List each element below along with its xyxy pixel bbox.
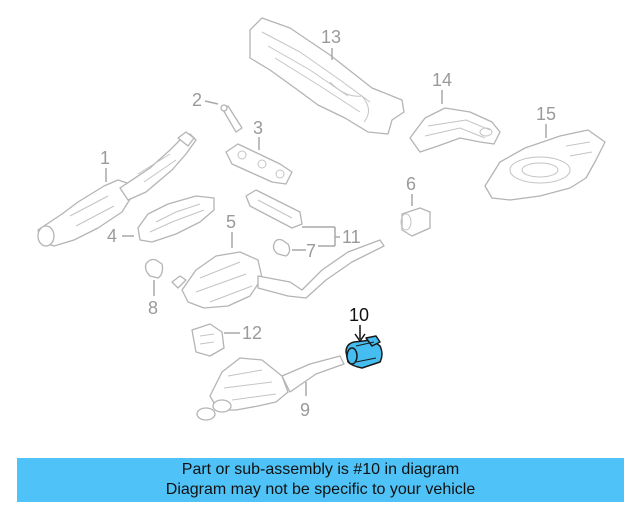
callout-9: 9	[300, 400, 310, 420]
part-6-sleeve	[400, 207, 431, 237]
part-4-heat-shield	[137, 195, 215, 243]
part-7-hanger	[272, 238, 291, 257]
part-8-hanger	[144, 258, 164, 279]
callout-6: 6	[406, 174, 416, 194]
callout-14: 14	[432, 70, 452, 90]
part-11-bracket	[245, 189, 303, 229]
part-1-catalytic-converter	[37, 131, 197, 247]
part-12-bracket	[191, 323, 225, 357]
callout-13: 13	[321, 27, 341, 47]
callout-11: 11	[342, 227, 361, 247]
part-9-rear-muffler	[196, 355, 345, 421]
callout-7: 7	[306, 241, 316, 261]
part-14-heat-shield	[409, 107, 501, 153]
part-2-stud	[220, 104, 243, 133]
callout-8: 8	[148, 298, 158, 318]
callout-4: 4	[107, 226, 117, 246]
callout-1: 1	[100, 148, 110, 168]
callout-2: 2	[192, 90, 202, 110]
callout-3: 3	[253, 118, 263, 138]
callout-5: 5	[226, 212, 236, 232]
banner-line-1: Part or sub-assembly is #10 in diagram	[181, 461, 460, 478]
part-5-center-muffler	[171, 239, 385, 309]
exhaust-parts-diagram: 13 14 15 2 3 1	[37, 17, 606, 421]
callout-10: 10	[349, 305, 369, 325]
callout-12: 12	[242, 323, 262, 343]
callout-15: 15	[536, 104, 556, 124]
part-15-heat-shield	[484, 129, 606, 201]
part-3-gasket	[225, 143, 293, 185]
part-10-exhaust-clamp	[345, 335, 383, 369]
part-13-heat-shield	[249, 17, 405, 135]
info-banner: Part or sub-assembly is #10 in diagram D…	[17, 458, 624, 502]
banner-line-2: Diagram may not be specific to your vehi…	[165, 481, 476, 498]
